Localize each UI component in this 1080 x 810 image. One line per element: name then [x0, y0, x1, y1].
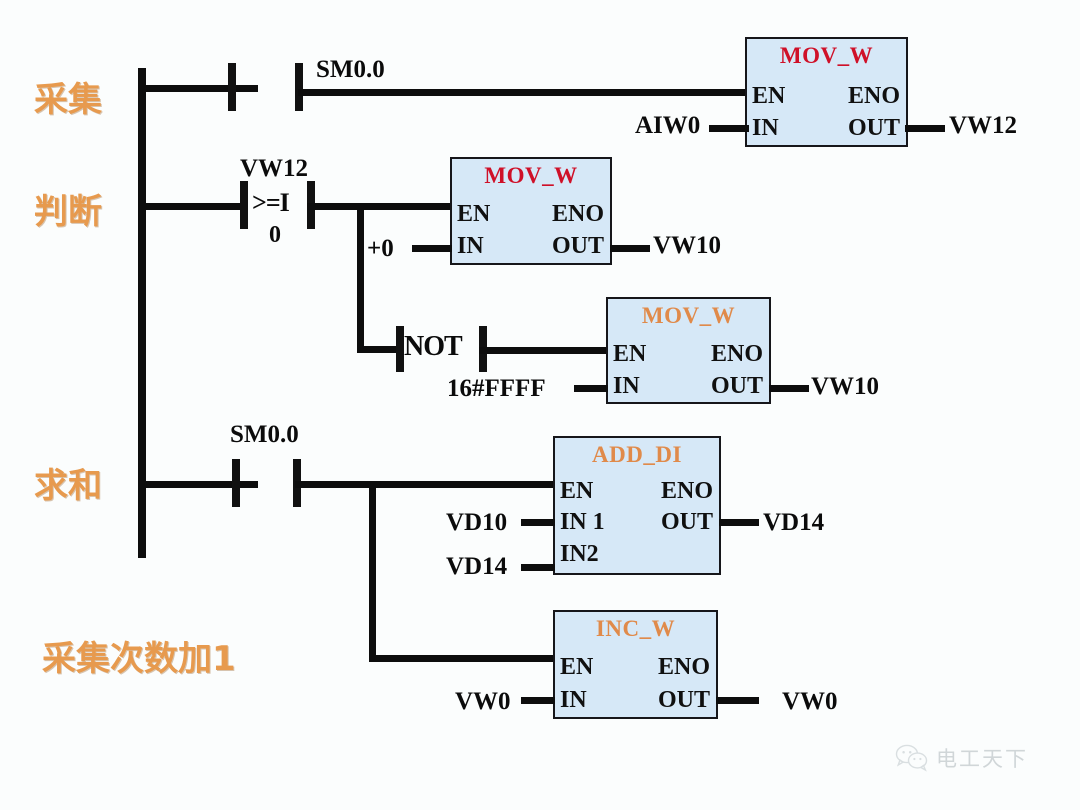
not-to-block-wire	[479, 347, 608, 354]
rung2-wire-to-branch	[307, 203, 364, 210]
block-mov-w-3-title: MOV_W	[641, 303, 736, 328]
block-mov-w-2-pin-in: IN	[457, 233, 484, 259]
rung1-contact-label: SM0.0	[316, 56, 385, 83]
block-inc-w-output-label: VW0	[782, 688, 838, 715]
block-mov-w-3-output-wire	[769, 385, 809, 392]
left-power-rail	[138, 68, 146, 558]
rung-annotation-sum: 求和	[34, 466, 102, 506]
block-inc-w-pin-eno: ENO	[657, 654, 710, 680]
block-inc-w-pin-out: OUT	[657, 687, 710, 713]
watermark-text: 电工天下	[936, 747, 1028, 771]
block-mov-w-1-title: MOV_W	[779, 43, 874, 68]
block-mov-w-2-title: MOV_W	[484, 163, 578, 188]
rung2-compare-operator: >=I	[252, 188, 290, 217]
block-mov-w-3[interactable]: MOV_W EN ENO IN OUT	[606, 297, 771, 404]
block-inc-w-input-wire	[521, 697, 555, 704]
block-add-di-pin-eno: ENO	[660, 478, 713, 504]
rung2-branch-upper-wire	[357, 203, 454, 210]
block-add-di-output-label: VD14	[763, 509, 825, 536]
block-mov-w-3-input-label: 16#FFFF	[447, 375, 546, 402]
block-mov-w-1-input-wire	[709, 125, 749, 132]
block-add-di-input1-wire	[521, 519, 555, 526]
block-mov-w-1-pin-out: OUT	[847, 115, 900, 141]
block-mov-w-1-pin-eno: ENO	[847, 83, 900, 109]
rung3-wire-to-branch	[295, 481, 375, 488]
rung-annotation-collect: 采集	[34, 80, 102, 120]
block-add-di-pin-in1: IN 1	[560, 509, 605, 535]
rung3-contact-left-pole	[232, 459, 240, 507]
block-mov-w-2-output-wire	[610, 245, 650, 252]
block-mov-w-3-pin-out: OUT	[710, 373, 763, 399]
block-inc-w[interactable]: INC_W EN ENO IN OUT	[553, 610, 718, 719]
block-mov-w-2-input-label: +0	[367, 235, 394, 262]
block-add-di-output-wire	[719, 519, 759, 526]
rung-annotation-judge: 判断	[34, 192, 102, 232]
rung2-compare-value: 0	[269, 222, 281, 248]
rung2-wire	[138, 203, 243, 210]
block-add-di-input1-label: VD10	[446, 509, 508, 536]
not-contact-left-pole	[396, 326, 404, 372]
rung3-wire	[138, 481, 258, 488]
block-mov-w-1-pin-en: EN	[752, 83, 786, 109]
block-add-di-pin-out: OUT	[660, 509, 713, 535]
block-add-di-input2-wire	[521, 564, 555, 571]
rung2-compare-operand-label: VW12	[240, 155, 309, 182]
block-mov-w-1-output-label: VW12	[949, 112, 1018, 139]
block-mov-w-3-pin-in: IN	[613, 373, 640, 399]
block-mov-w-2-pin-eno: ENO	[551, 201, 604, 227]
block-mov-w-2-input-wire	[412, 245, 452, 252]
block-mov-w-2-output-label: VW10	[653, 232, 722, 259]
block-mov-w-2-pin-en: EN	[457, 201, 491, 227]
not-contact-label: NOT	[404, 331, 463, 362]
block-mov-w-1-input-label: AIW0	[635, 112, 701, 139]
block-mov-w-3-output-label: VW10	[811, 373, 880, 400]
rung3-branch-lower-wire	[369, 655, 555, 662]
rung1-contact-left-pole	[228, 63, 236, 111]
rung3-branch-vertical	[369, 481, 376, 661]
block-inc-w-pin-in: IN	[560, 687, 587, 713]
block-inc-w-output-wire	[716, 697, 759, 704]
rung2-compare-left-pole	[240, 181, 248, 229]
wechat-icon	[895, 744, 928, 772]
block-mov-w-1[interactable]: MOV_W EN ENO IN OUT	[745, 37, 908, 147]
block-inc-w-pin-en: EN	[560, 654, 594, 680]
block-mov-w-1-output-wire	[905, 125, 945, 132]
block-add-di-pin-en: EN	[560, 478, 594, 504]
rung1-wire	[138, 85, 258, 92]
block-add-di-title: ADD_DI	[592, 442, 682, 467]
rung-annotation-count: 采集次数加1	[42, 639, 236, 679]
watermark: 电工天下	[895, 743, 1028, 773]
block-add-di-pin-in2: IN2	[560, 541, 599, 567]
block-mov-w-3-pin-eno: ENO	[710, 341, 763, 367]
block-inc-w-title: INC_W	[595, 616, 676, 641]
rung1-wire-to-block	[298, 89, 747, 96]
block-mov-w-2-pin-out: OUT	[551, 233, 604, 259]
rung3-branch-upper-wire	[369, 481, 555, 488]
rung3-contact-label: SM0.0	[230, 421, 299, 448]
block-add-di-input2-label: VD14	[446, 553, 508, 580]
block-add-di[interactable]: ADD_DI EN ENO IN 1 OUT IN2	[553, 436, 721, 575]
block-mov-w-3-input-wire	[574, 385, 608, 392]
block-mov-w-1-pin-in: IN	[752, 115, 779, 141]
block-mov-w-2[interactable]: MOV_W EN ENO IN OUT	[450, 157, 612, 265]
block-mov-w-3-pin-en: EN	[613, 341, 647, 367]
rung1-contact-right-pole	[295, 63, 303, 111]
rung2-branch-lower-wire	[357, 346, 402, 353]
block-inc-w-input-label: VW0	[455, 688, 511, 715]
rung2-branch-vertical	[357, 203, 364, 353]
